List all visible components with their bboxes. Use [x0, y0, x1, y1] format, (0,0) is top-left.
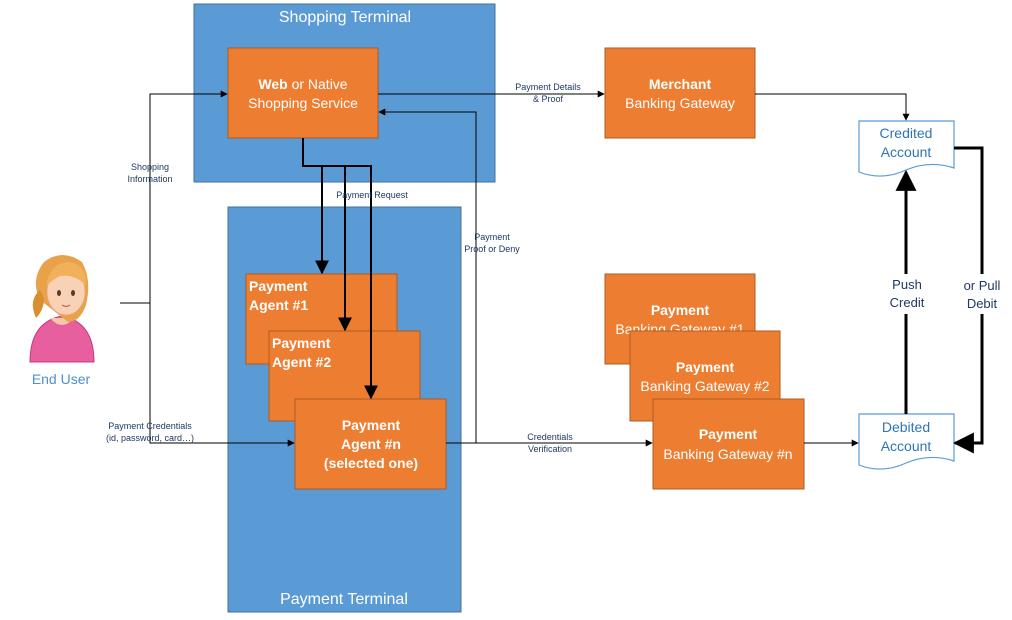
bank-gw-2-line1: Payment [676, 359, 735, 375]
agent-1-line1: Payment [249, 278, 308, 294]
shopping-service-label-rest: or Native [288, 76, 348, 92]
bank-gateway-n-node: Payment Banking Gateway #n [652, 398, 805, 490]
credited-account-line1: Credited [880, 125, 933, 141]
pull-debit-label-1: or Pull [964, 278, 1001, 293]
push-credit-label-bg [885, 274, 929, 314]
svg-text:Web or Native: Web or Native [258, 76, 347, 92]
bank-gw-1-line1: Payment [651, 302, 710, 318]
credentials-label-2: (id, password, card…) [106, 433, 194, 443]
end-user-avatar [29, 255, 95, 363]
agent-1-line2: Agent #1 [249, 297, 308, 313]
debited-account-line2: Account [881, 438, 932, 454]
agent-2-line2: Agent #2 [272, 354, 331, 370]
push-credit-label-2: Credit [890, 295, 925, 310]
payment-request-arrow-n [303, 165, 378, 400]
merchant-gateway-node: Merchant Banking Gateway [604, 47, 756, 139]
payment-details-label-2: & Proof [533, 94, 564, 104]
payment-proof-arrow [378, 108, 477, 443]
pull-debit-label-bg [958, 274, 1006, 314]
debited-account-document: Debited Account [858, 413, 955, 470]
shopping-service-label-bold: Web [258, 76, 287, 92]
agent-n-line2: Agent #n [341, 436, 401, 452]
credentials-verification-label-1: Credentials [527, 432, 573, 442]
credentials-arrow [149, 303, 295, 447]
credentials-label-1: Payment Credentials [108, 421, 192, 431]
pull-debit-label-2: Debit [967, 296, 998, 311]
edge-labels: Shopping Information Payment Credentials… [106, 82, 581, 454]
bank-gw-n-line1: Payment [699, 426, 758, 442]
shopping-info-label-2: Information [127, 174, 172, 184]
merchant-to-credited-arrow [755, 93, 910, 121]
push-credit-label-1: Push [892, 277, 922, 292]
merchant-gateway-line1: Merchant [649, 76, 712, 92]
payment-proof-label-2: Proof or Deny [464, 244, 520, 254]
credited-account-line2: Account [881, 144, 932, 160]
bank-gw-n-line2: Banking Gateway #n [663, 446, 792, 462]
agent-2-line1: Payment [272, 335, 331, 351]
shopping-terminal-title: Shopping Terminal [279, 9, 411, 26]
payment-terminal-title: Payment Terminal [280, 591, 408, 608]
credited-account-document: Credited Account [858, 120, 955, 177]
payment-agent-n-node: Payment Agent #n (selected one) [294, 398, 447, 490]
payment-details-label-1: Payment Details [515, 82, 581, 92]
merchant-gateway-line2: Banking Gateway [625, 95, 735, 111]
credentials-verification-label-2: Verification [528, 444, 572, 454]
shopping-info-arrow [149, 90, 228, 303]
agent-n-line1: Payment [342, 417, 401, 433]
payment-proof-label-1: Payment [474, 232, 510, 242]
shopping-service-node: Web or Native Shopping Service [227, 47, 379, 139]
shopping-service-label-line2: Shopping Service [248, 95, 358, 111]
connector-lines [120, 90, 984, 454]
payment-request-label: Payment Request [336, 190, 408, 200]
agent-n-line3: (selected one) [324, 455, 418, 471]
shopping-info-label-1: Shopping [131, 162, 169, 172]
debited-account-line1: Debited [882, 419, 930, 435]
end-user-label: End User [32, 371, 91, 387]
bank-gw-2-line2: Banking Gateway #2 [640, 378, 769, 394]
